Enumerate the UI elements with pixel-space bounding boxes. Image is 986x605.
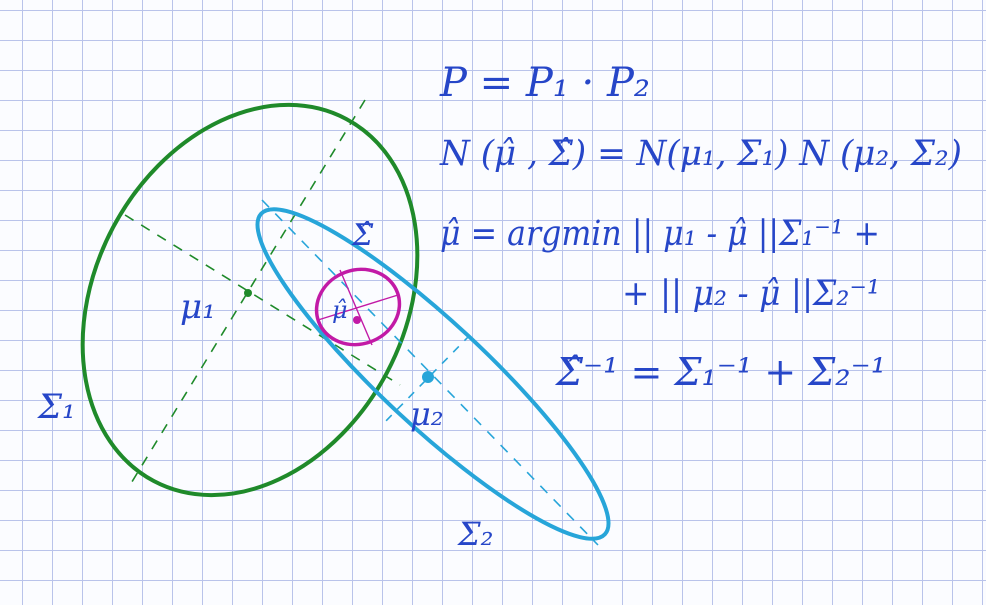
sigma1-minor-axis [124,214,401,386]
mu1-label: μ₁ [180,287,216,327]
equation-normal-product: N (μ̂ , Σ̂) = N(μ₁, Σ₁) N (μ₂, Σ₂) [439,134,962,174]
mu1-point [244,289,252,297]
mu-hat-label: μ̂ [332,296,348,324]
fused-axis-b [317,294,399,321]
equation-argmin-cont: + || μ₂ - μ̂ ||Σ₂⁻¹ [622,274,880,314]
equation-product: P = P₁ · P₂ [439,60,650,106]
sigma-hat-label: Σ̂ [351,218,374,253]
fused-ellipse-group [314,267,402,347]
equation-covariance: Σ̂⁻¹ = Σ₁⁻¹ + Σ₂⁻¹ [554,350,886,394]
mu-hat-point [353,316,361,324]
sigma1-ellipse-group [80,99,420,498]
sigma2-label: Σ₂ [457,515,493,553]
sigma2-major-axis [261,199,599,546]
mu2-point [422,371,434,383]
equation-argmin: μ̂ = argmin || μ₁ - μ̂ ||Σ₁⁻¹ + [440,214,880,254]
sigma1-ellipse [80,102,420,498]
mu2-label: μ₂ [410,395,444,433]
sigma2-minor-axis [381,334,471,426]
sigma1-label: Σ₁ [36,387,76,427]
sigma2-ellipse-group [255,199,611,546]
